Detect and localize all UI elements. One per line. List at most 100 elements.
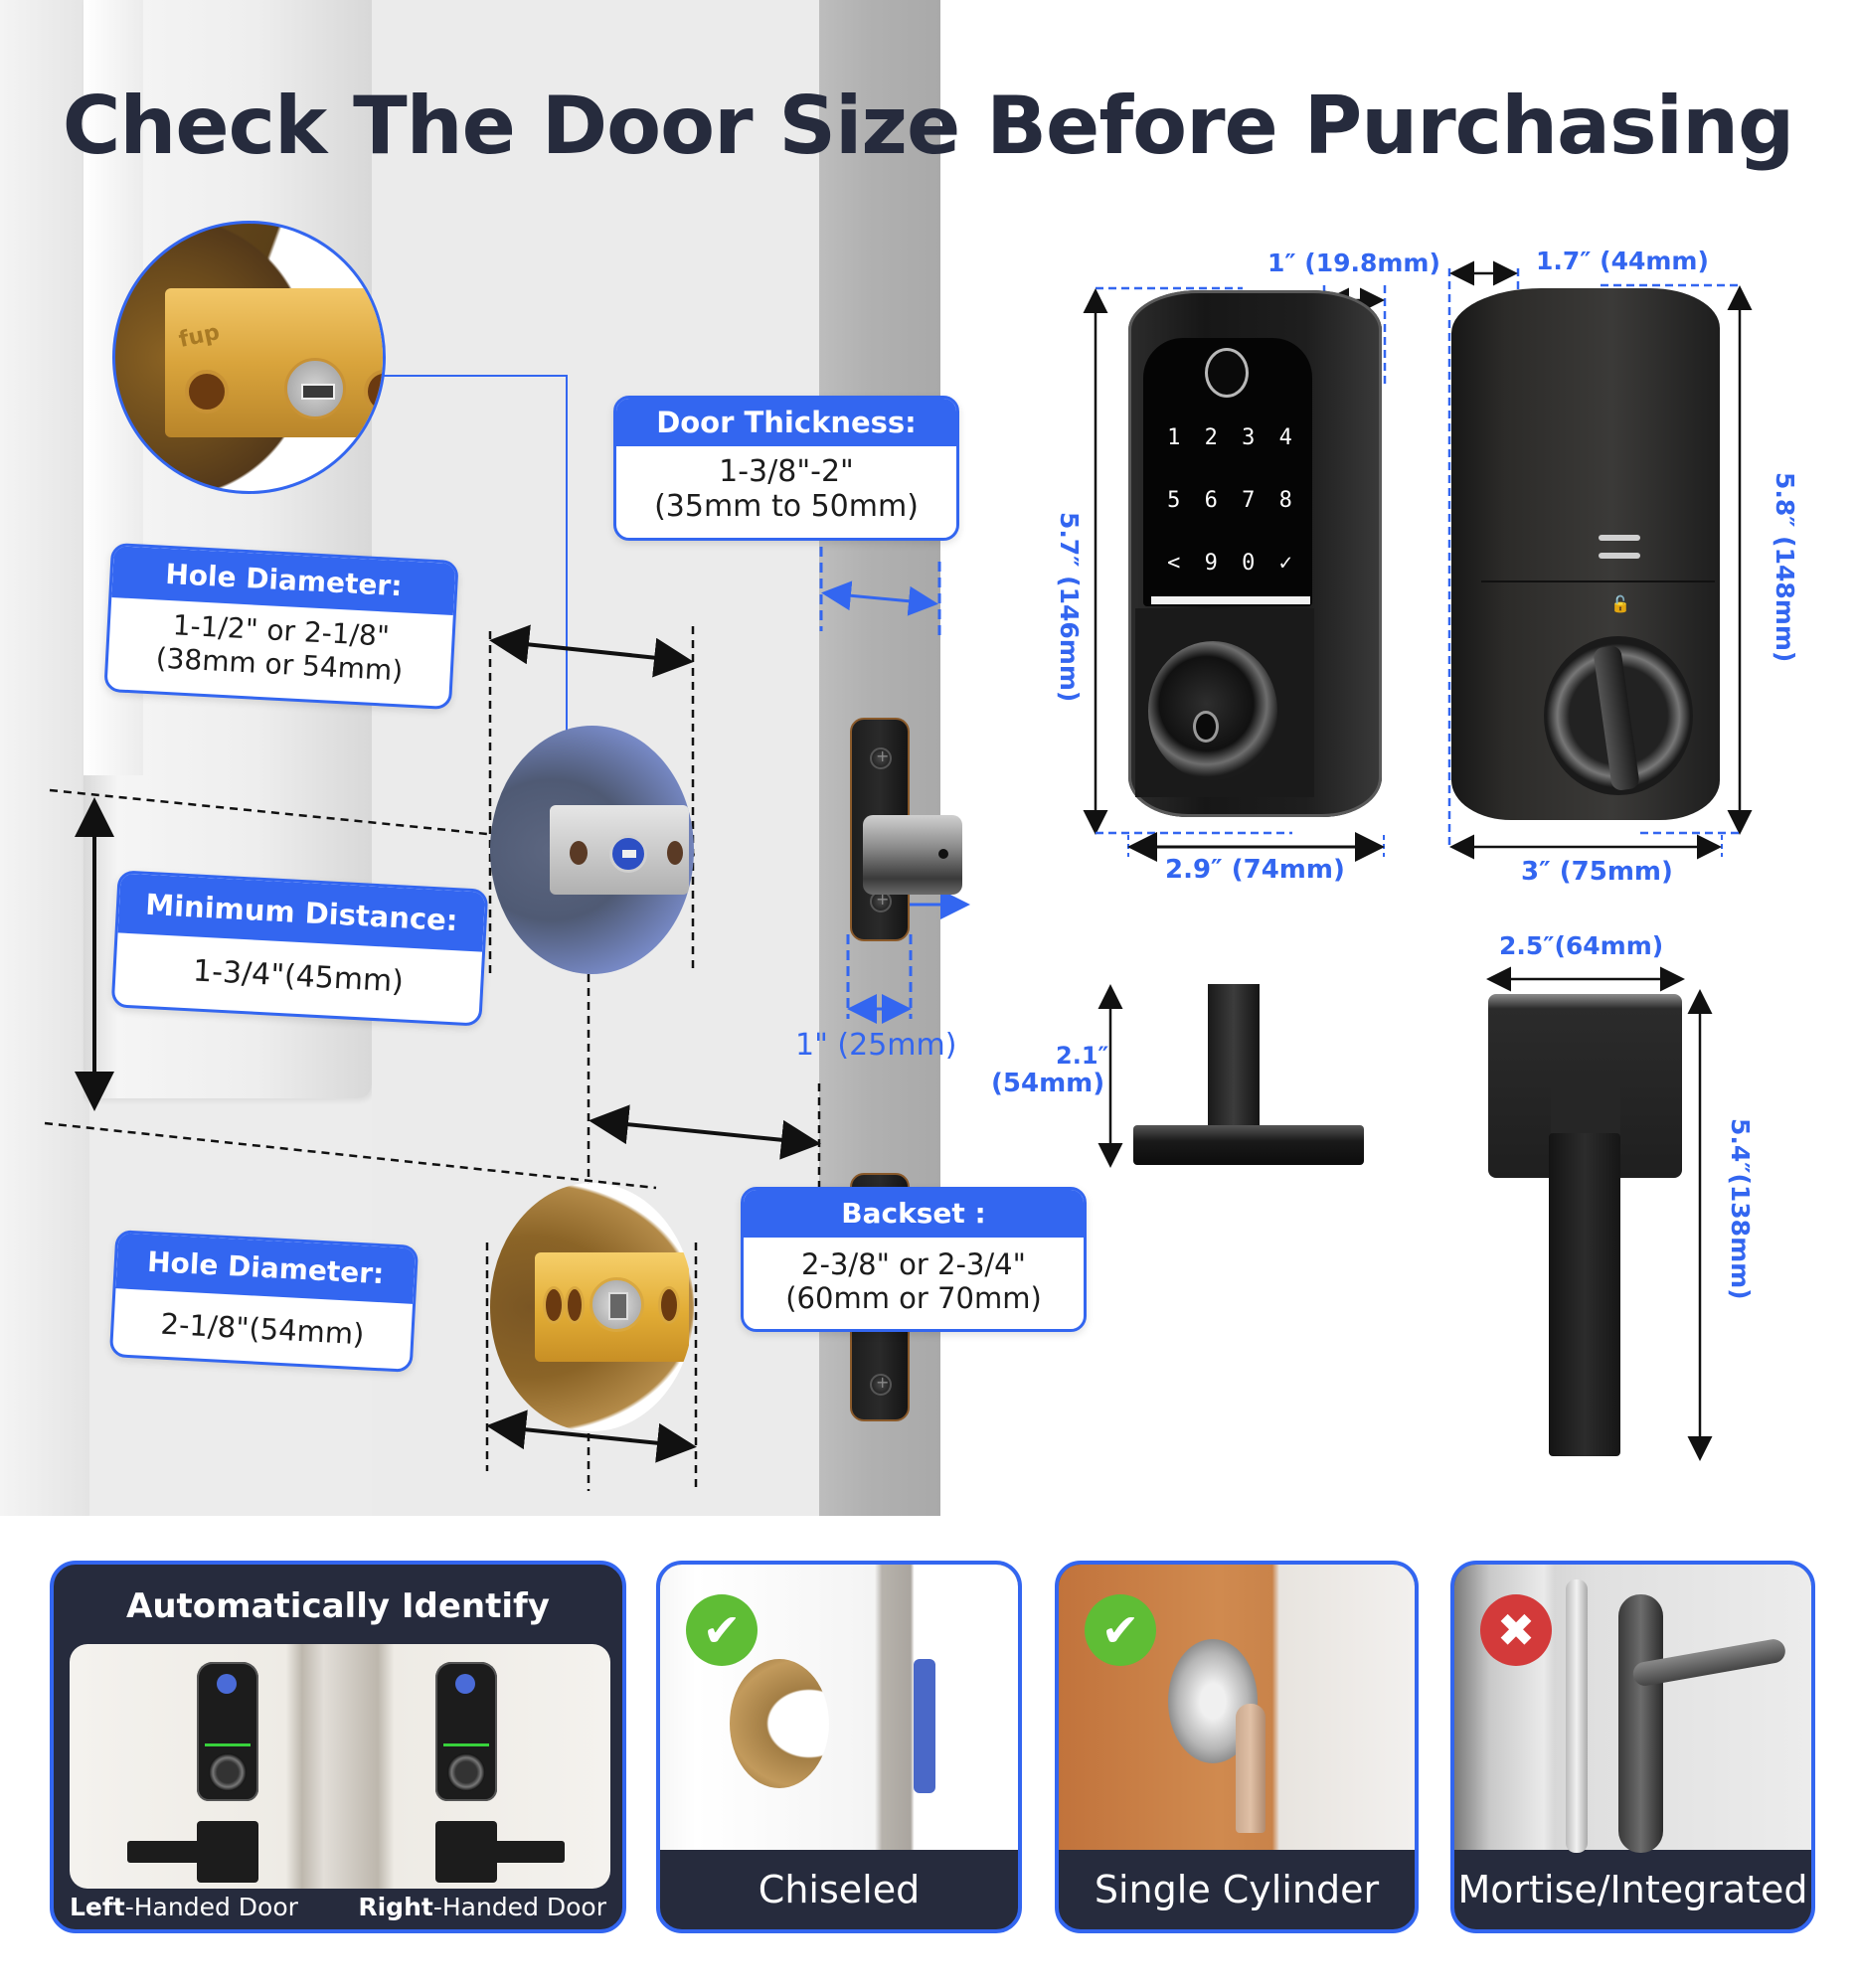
single-cylinder-image: ✔ xyxy=(1059,1565,1415,1850)
mortise-handle-plate xyxy=(1618,1594,1663,1853)
battery-cover-vent xyxy=(1599,535,1640,541)
screw-hole xyxy=(667,841,683,865)
backset-metric: (60mm or 70mm) xyxy=(785,1281,1042,1315)
interior-width-dim: 3″ (75mm) xyxy=(1521,857,1673,887)
right-lever-handle xyxy=(465,1841,565,1863)
page-title: Check The Door Size Before Purchasing xyxy=(62,80,1795,172)
keypad-led-bar xyxy=(1151,596,1310,604)
key-1: 1 xyxy=(1167,425,1181,450)
door-thickness-label: Door Thickness: 1-3/8"-2" (35mm to 50mm) xyxy=(613,396,959,541)
single-cylinder-caption: Single Cylinder xyxy=(1094,1868,1380,1911)
led-bar xyxy=(443,1743,489,1746)
mortise-faceplate xyxy=(1566,1579,1588,1853)
led-bar xyxy=(205,1743,251,1746)
latch-bolt-icon xyxy=(609,835,647,873)
latch-bolt-icon xyxy=(590,1277,644,1332)
mortise-lock-image: ✖ xyxy=(1454,1565,1811,1853)
latch-bolt-side xyxy=(863,815,962,895)
fingerprint-icon xyxy=(217,1674,237,1694)
chiseled-latch-slot xyxy=(914,1659,935,1793)
chiseled-card: ✔ Chiseled xyxy=(656,1561,1022,1933)
edge-bore-closeup xyxy=(490,1183,694,1431)
key-icon xyxy=(1236,1704,1265,1833)
face-bore-closeup xyxy=(490,726,694,974)
screw-icon xyxy=(870,746,892,769)
left-right-door-image xyxy=(70,1644,610,1889)
screw-hole xyxy=(185,370,229,414)
deadbolt-knob xyxy=(209,1753,247,1791)
minimum-distance-label: Minimum Distance: 1-3/4"(45mm) xyxy=(110,870,489,1027)
screw-hole xyxy=(658,1286,680,1324)
interior-depth-dim: 1.7″ (44mm) xyxy=(1536,247,1709,275)
chiseled-caption: Chiseled xyxy=(758,1868,921,1911)
strike-plate-image: fup xyxy=(165,288,383,437)
keypad-height-dim: 5.7″ (146mm) xyxy=(1055,512,1084,703)
bolt-height-mm-dim: (54mm) xyxy=(991,1069,1105,1098)
single-cylinder-card: ✔ Single Cylinder xyxy=(1055,1561,1419,1933)
key-7: 7 xyxy=(1242,488,1256,513)
right-door-keypad-lock xyxy=(435,1662,497,1801)
screw-hole xyxy=(570,841,588,865)
mortise-integrated-caption: Mortise/Integrated xyxy=(1457,1868,1808,1911)
key-0: 0 xyxy=(1242,551,1256,576)
keypad-depth-dim: 1″ (19.8mm) xyxy=(1267,248,1440,277)
bolt-height-inch-dim: 2.1″ xyxy=(1056,1042,1109,1070)
key-9: 9 xyxy=(1204,551,1218,576)
latch-faceplate-image xyxy=(550,805,689,895)
screw-hole xyxy=(543,1286,565,1324)
lever-handle xyxy=(1549,1133,1620,1456)
battery-cover-vent xyxy=(1599,553,1640,559)
fingerprint-sensor-icon xyxy=(1205,348,1249,398)
door-frame-panel xyxy=(0,0,89,1516)
keypad-keys: 1 2 3 4 5 6 7 8 < 9 0 ✓ xyxy=(1155,425,1304,576)
door-handing-labels: Left-Handed Door Right-Handed Door xyxy=(70,1893,606,1921)
deadbolt-latch-shaft xyxy=(1208,984,1260,1128)
check-icon: ✔ xyxy=(686,1594,758,1666)
keyhole-icon xyxy=(1193,711,1219,743)
left-door-keypad-lock xyxy=(197,1662,258,1801)
lever-height-dim: 5.4″(138mm) xyxy=(1726,1118,1755,1300)
cross-icon: ✖ xyxy=(1480,1594,1552,1666)
keypad-touchscreen: 1 2 3 4 5 6 7 8 < 9 0 ✓ xyxy=(1143,338,1312,606)
deadbolt-knob xyxy=(447,1753,485,1791)
left-lever-handle xyxy=(127,1841,227,1863)
auto-identify-card: Automatically Identify Left-Handed Door … xyxy=(50,1561,626,1933)
screw-hole xyxy=(565,1286,585,1324)
hole-diameter-face-label: Hole Diameter: 1-1/2" or 2-1/8" (38mm or… xyxy=(103,542,459,711)
right-handed-label: Right-Handed Door xyxy=(358,1893,606,1921)
door-thickness-metric: (35mm to 50mm) xyxy=(654,489,919,524)
mortise-integrated-card: ✖ Mortise/Integrated xyxy=(1450,1561,1815,1933)
bore-hole xyxy=(730,1659,829,1788)
fingerprint-icon xyxy=(455,1674,475,1694)
door-thickness-imperial: 1-3/8"-2" xyxy=(719,454,854,489)
screw-icon xyxy=(870,1373,892,1396)
check-icon: ✔ xyxy=(1085,1594,1156,1666)
deadbolt-cylinder xyxy=(1148,641,1277,780)
key-back: < xyxy=(1167,551,1181,576)
backset-imperial: 2-3/8" or 2-3/4" xyxy=(801,1247,1026,1281)
unlock-icon: 🔓 xyxy=(1610,594,1630,613)
key-confirm: ✓ xyxy=(1278,551,1292,576)
latch-bolt-icon xyxy=(284,358,346,419)
deadbolt-latch-plate xyxy=(1133,1125,1364,1165)
left-label-rest: -Handed Door xyxy=(124,1893,298,1921)
lever-neck xyxy=(1551,1074,1620,1143)
latch-plate-width-dim: 1" (25mm) xyxy=(795,1028,957,1063)
key-4: 4 xyxy=(1278,425,1292,450)
latch-plate-gold-image xyxy=(535,1252,689,1362)
interior-height-dim: 5.8″ (148mm) xyxy=(1771,472,1799,663)
auto-identify-title: Automatically Identify xyxy=(126,1586,550,1626)
screw-hole xyxy=(364,370,383,414)
right-label-bold: Right xyxy=(358,1893,433,1921)
backset-label: Backset : 2-3/8" or 2-3/4" (60mm or 70mm… xyxy=(741,1187,1087,1332)
hole-diameter-bore-label: Hole Diameter: 2-1/8"(54mm) xyxy=(108,1230,420,1373)
lever-width-dim: 2.5″(64mm) xyxy=(1499,931,1664,960)
strike-plate-brand: fup xyxy=(176,320,223,353)
key-2: 2 xyxy=(1204,425,1218,450)
backset-heading: Backset : xyxy=(744,1190,1084,1238)
key-8: 8 xyxy=(1278,488,1292,513)
interior-cover-seam xyxy=(1481,580,1715,582)
keypad-width-dim: 2.9″ (74mm) xyxy=(1165,855,1345,885)
left-handed-label: Left-Handed Door xyxy=(70,1893,298,1921)
strike-plate-closeup: fup xyxy=(112,221,386,494)
